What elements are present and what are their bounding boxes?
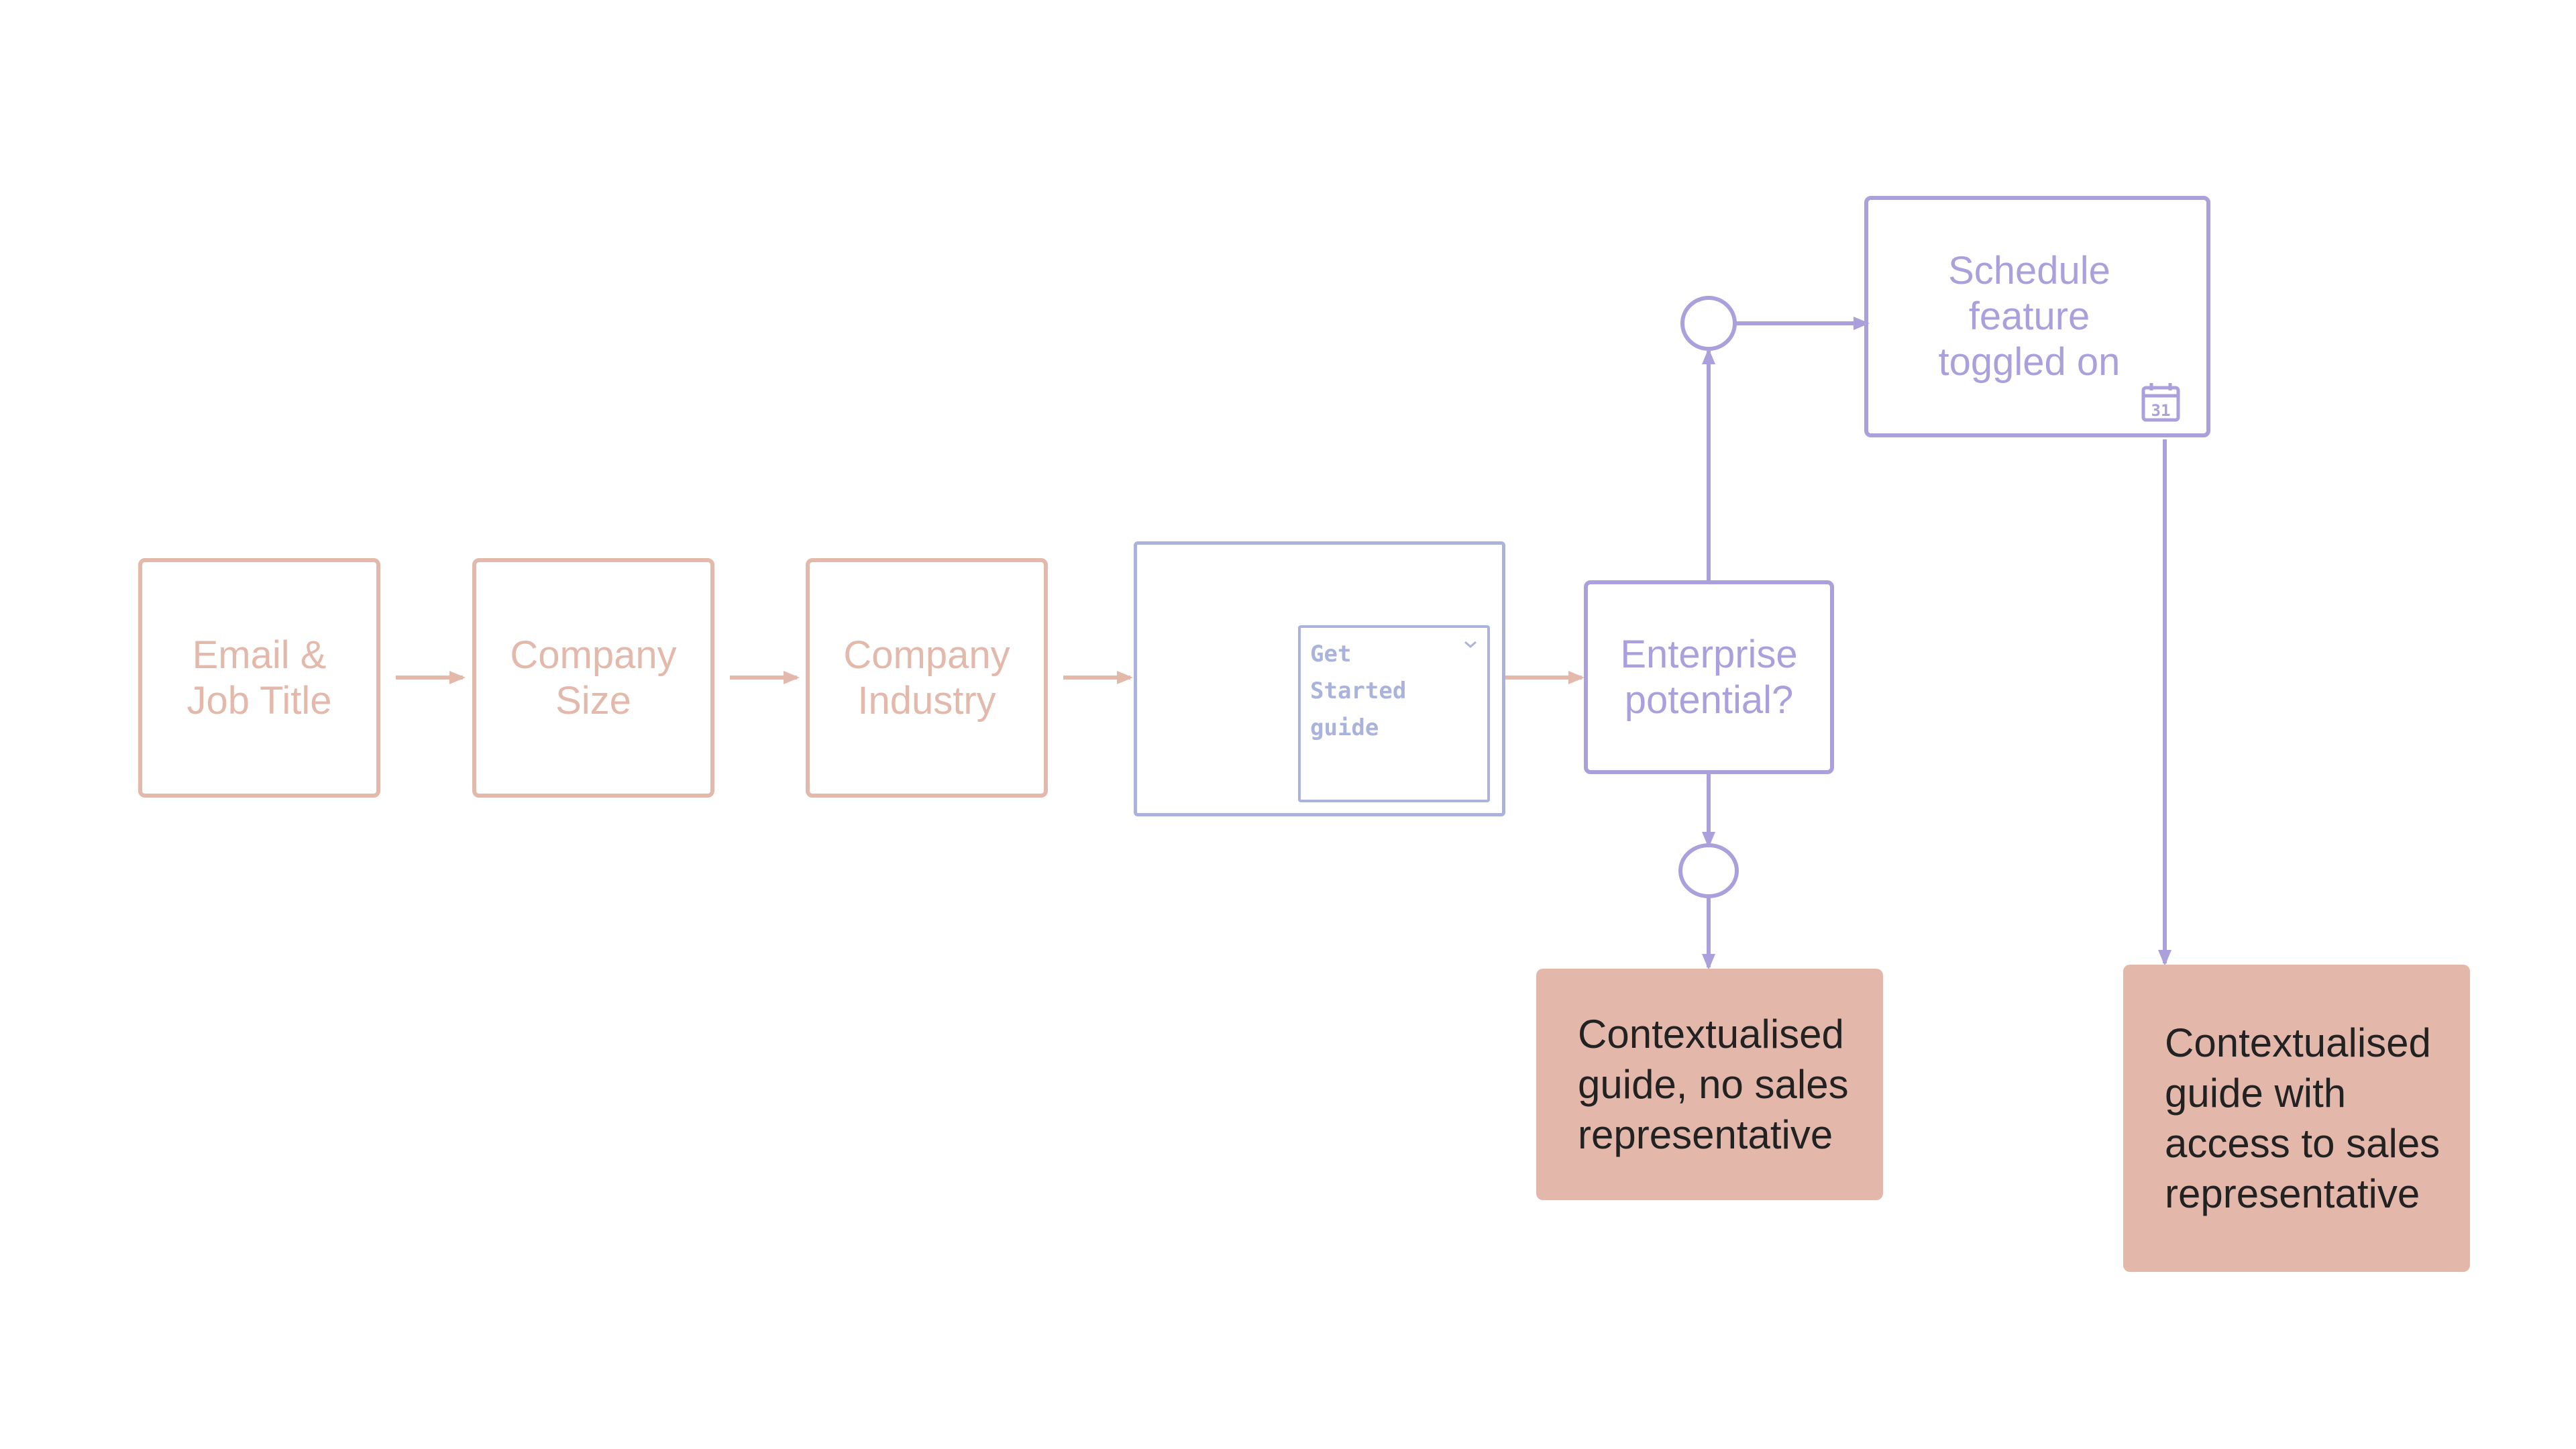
- junction-bottom: [1678, 843, 1739, 898]
- outcome-with-sales-label: Contextualised guide with access to sale…: [2165, 1020, 2440, 1216]
- node-schedule-feature: Schedule feature toggled on 31: [1864, 196, 2210, 437]
- node-enterprise-label: Enterprise potential?: [1620, 632, 1798, 722]
- outcome-no-sales-label: Contextualised guide, no sales represent…: [1578, 1012, 1849, 1157]
- calendar-icon: 31: [2141, 383, 2180, 422]
- node-schedule-label: Schedule feature toggled on: [1938, 249, 2121, 384]
- junction-top: [1680, 296, 1737, 351]
- guide-card-label: Get Started guide: [1310, 641, 1407, 741]
- node-company-size: Company Size: [472, 558, 714, 798]
- outcome-with-sales-rep: Contextualised guide with access to sale…: [2123, 965, 2470, 1272]
- node-company-size-label: Company Size: [510, 633, 677, 722]
- node-company-industry: Company Industry: [806, 558, 1048, 798]
- node-enterprise-potential: Enterprise potential?: [1584, 580, 1834, 774]
- outcome-no-sales-rep: Contextualised guide, no sales represent…: [1536, 969, 1883, 1200]
- guide-card: Get Started guide: [1298, 625, 1490, 802]
- chevron-down-icon: [1464, 641, 1477, 648]
- node-email-job-title: Email & Job Title: [138, 558, 380, 798]
- node-guide-frame: Get Started guide: [1134, 541, 1505, 816]
- node-company-industry-label: Company Industry: [843, 633, 1010, 722]
- calendar-day-text: 31: [2151, 401, 2171, 420]
- node-email-label: Email & Job Title: [186, 633, 332, 722]
